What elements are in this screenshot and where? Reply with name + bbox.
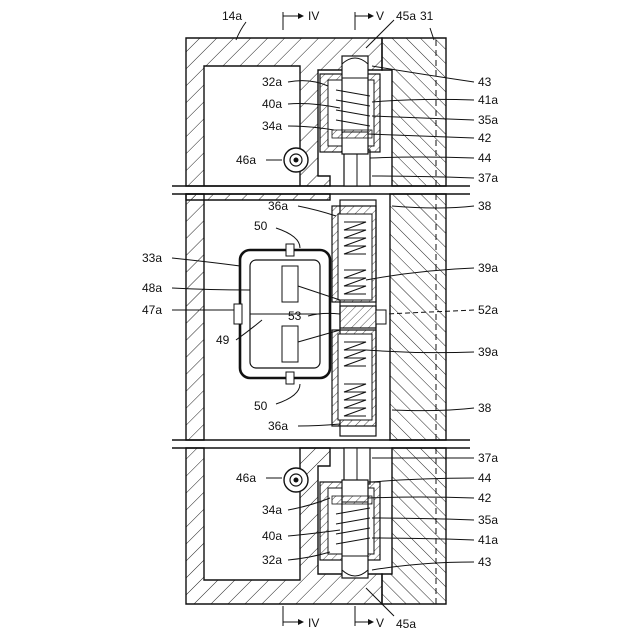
label-42-bot: 42 [478, 491, 492, 505]
section-label-iv-top: IV [308, 9, 319, 23]
section-mark-iv-top: IV [283, 9, 319, 30]
label-49: 49 [216, 333, 230, 347]
label-33a: 33a [142, 251, 162, 265]
label-14a: 14a [222, 9, 242, 23]
label-40a-top: 40a [262, 97, 282, 111]
label-50-bot: 50 [254, 399, 268, 413]
label-38-top: 38 [478, 199, 492, 213]
label-48a: 48a [142, 281, 162, 295]
label-35a-bot: 35a [478, 513, 498, 527]
label-38-bot: 38 [478, 401, 492, 415]
label-45a-top: 45a [396, 9, 416, 23]
label-32a-top: 32a [262, 75, 282, 89]
label-43-top: 43 [478, 75, 492, 89]
connector-housing [234, 244, 340, 384]
label-35a-top: 35a [478, 113, 498, 127]
label-47a: 47a [142, 303, 162, 317]
section-mark-v-bot: V [355, 606, 384, 630]
label-36a-bot: 36a [268, 419, 288, 433]
label-36a-top: 36a [268, 199, 288, 213]
label-39a-bot: 39a [478, 345, 498, 359]
bottom-actuator [320, 480, 380, 578]
label-46a-top: 46a [236, 153, 256, 167]
section-label-iv-bot: IV [308, 616, 319, 630]
label-37a-top: 37a [478, 171, 498, 185]
lower-spring [332, 330, 376, 426]
label-44-bot: 44 [478, 471, 492, 485]
center-block [340, 306, 386, 328]
boss-bottom [284, 468, 308, 492]
label-37a-bot: 37a [478, 451, 498, 465]
section-label-v-top: V [376, 9, 384, 23]
label-44-top: 44 [478, 151, 492, 165]
label-50-top: 50 [254, 219, 268, 233]
label-45a-bot: 45a [396, 617, 416, 631]
label-32a-bot: 32a [262, 553, 282, 567]
label-31: 31 [420, 9, 434, 23]
upper-spring [332, 206, 376, 302]
label-52a: 52a [478, 303, 498, 317]
label-43-bot: 43 [478, 555, 492, 569]
label-34a-bot: 34a [262, 503, 282, 517]
label-42-top: 42 [478, 131, 492, 145]
label-41a-bot: 41a [478, 533, 498, 547]
label-53: 53 [288, 309, 302, 323]
label-39a-top: 39a [478, 261, 498, 275]
section-mark-iv-bot: IV [283, 606, 319, 630]
label-46a-bot: 46a [236, 471, 256, 485]
label-41a-top: 41a [478, 93, 498, 107]
label-40a-bot: 40a [262, 529, 282, 543]
label-34a-top: 34a [262, 119, 282, 133]
section-label-v-bot: V [376, 616, 384, 630]
section-mark-v-top: V [355, 9, 384, 30]
boss-top [284, 148, 308, 172]
